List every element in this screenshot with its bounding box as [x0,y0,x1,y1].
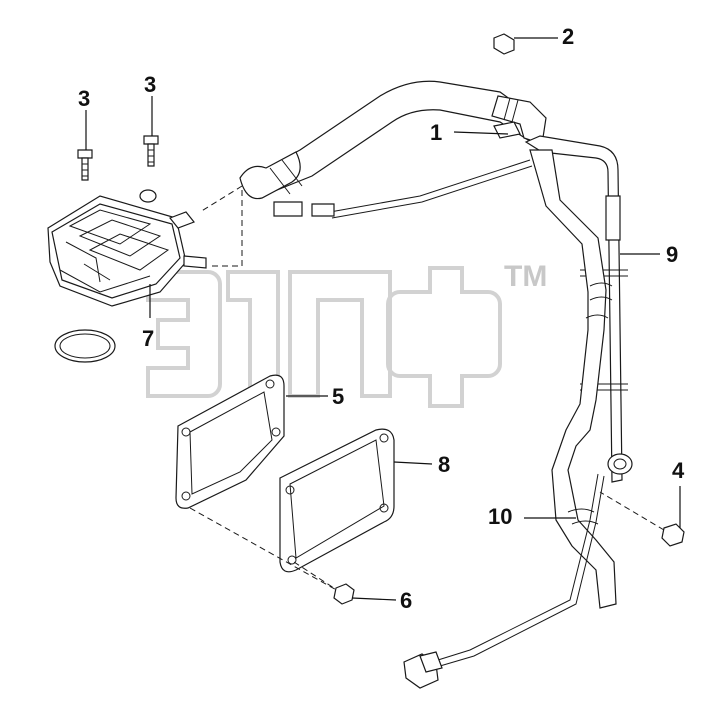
nut-2 [493,33,515,55]
bolt-3-left [77,149,93,181]
watermark-logo: TM [146,260,547,408]
oil-separator-assembly [47,189,207,363]
callout-3-left: 3 [78,86,90,111]
callout-labels: 1 2 3 3 4 5 6 7 8 9 10 [78,24,685,613]
callout-9: 9 [666,242,678,267]
cover-plate-8 [279,428,395,573]
breather-hose-lower [529,149,617,609]
callout-7: 7 [142,326,154,351]
callout-4: 4 [672,458,685,483]
leader-lines [85,37,681,601]
pipe-assembly-9 [524,135,633,483]
callout-5: 5 [332,384,344,409]
callout-2: 2 [562,24,574,49]
callout-8: 8 [438,452,450,477]
trademark-mark: TM [504,260,547,293]
o-ring [54,329,116,363]
bolt-4 [599,491,685,547]
callout-3-right: 3 [144,72,156,97]
sensor-wire [273,159,533,219]
bolt-3-right [143,135,159,167]
callout-1: 1 [430,120,442,145]
callout-10: 10 [488,504,512,529]
callout-6: 6 [400,588,412,613]
connector-lower [403,473,605,689]
breather-hose-upper [239,80,547,200]
bolt-6 [333,583,355,605]
gasket-5 [175,374,285,509]
